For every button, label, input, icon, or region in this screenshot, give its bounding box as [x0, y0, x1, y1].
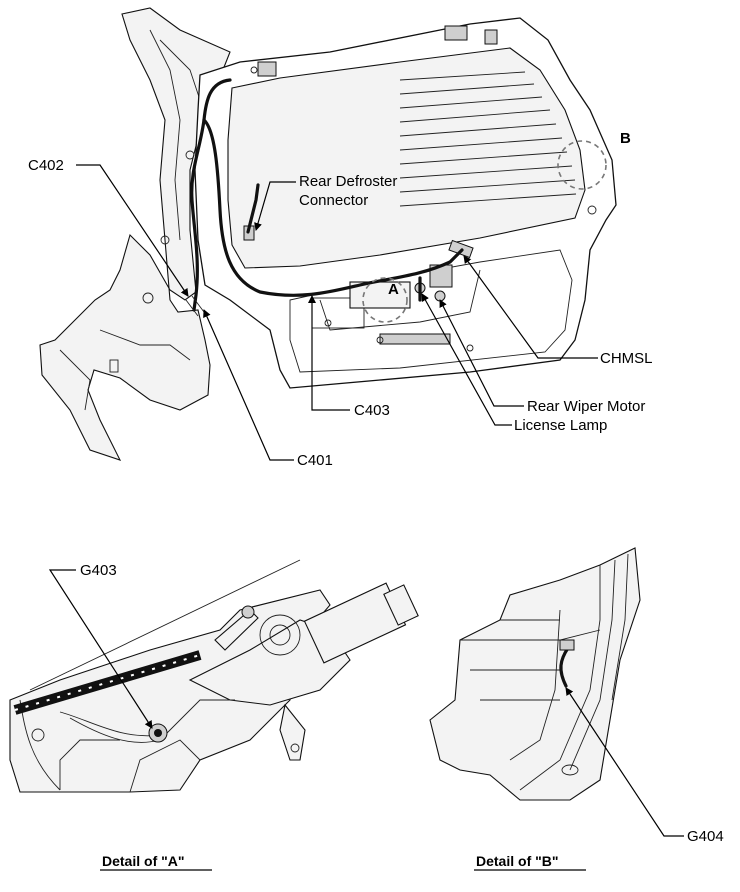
label-rear-defroster-connector-2: Connector	[299, 192, 368, 209]
label-rear-wiper-motor: Rear Wiper Motor	[527, 398, 645, 415]
leader-g404	[565, 687, 684, 837]
label-a: A	[388, 281, 399, 298]
label-g404: G404	[687, 828, 724, 845]
detail-a-circle	[362, 277, 408, 323]
label-b: B	[620, 130, 631, 147]
rear-body-illustration	[39, 7, 617, 461]
label-rear-defroster-connector-1: Rear Defroster	[299, 173, 397, 190]
caption-detail-b: Detail of "B"	[476, 853, 559, 869]
caption-detail-a: Detail of "A"	[102, 853, 185, 869]
detail-b-circle	[557, 140, 607, 190]
label-license-lamp: License Lamp	[514, 417, 607, 434]
detail-a-illustration	[9, 559, 419, 793]
label-chmsl: CHMSL	[600, 350, 653, 367]
detail-b-illustration	[429, 547, 641, 801]
label-c401: C401	[297, 452, 333, 469]
label-c402: C402	[28, 157, 64, 174]
leader-g403	[48, 569, 153, 729]
defroster-grid	[399, 71, 577, 207]
leader-lines	[76, 164, 598, 461]
label-c403: C403	[354, 402, 390, 419]
label-g403: G403	[80, 562, 117, 579]
